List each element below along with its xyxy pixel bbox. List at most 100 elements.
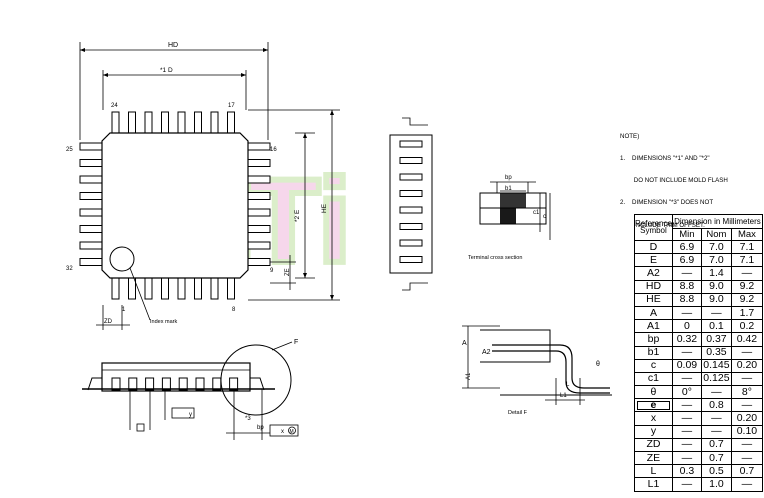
table-cell-max: 7.1: [730, 253, 763, 268]
side-lead: [212, 377, 222, 391]
star3-label: *3: [245, 416, 251, 422]
table-cell-max: 9.2: [730, 292, 763, 307]
m-label: M: [290, 429, 294, 435]
table-cell-nom: 0.35: [700, 345, 732, 360]
notes-heading: NOTE): [620, 132, 640, 140]
table-cell-max: —: [730, 437, 763, 453]
table-cell-sym: b1: [634, 345, 673, 360]
pin-lead: [177, 111, 186, 135]
detail-a-label: A: [462, 340, 467, 347]
pins-top: [111, 111, 235, 135]
side-lead: [111, 377, 121, 391]
table-row: ZD—0.7—: [634, 437, 763, 453]
detail-l1-label: L1: [560, 393, 567, 399]
pin-lead: [246, 175, 271, 184]
side-pins: [111, 377, 239, 391]
pin-lead: [79, 258, 104, 266]
table-cell-nom: 7.0: [700, 239, 732, 255]
table-cell-max: —: [730, 398, 763, 413]
pin-number-9: 9: [270, 268, 274, 274]
table-cell-max: —: [730, 477, 763, 492]
table-cell-max: 8°: [730, 385, 763, 400]
table-cell-nom: 0.125: [700, 371, 732, 387]
table-row: A——1.7: [634, 305, 763, 321]
cross-c-label: c: [543, 214, 546, 220]
detail-a1-label: A1: [466, 372, 472, 380]
table-cell-min: —: [671, 305, 702, 321]
pin-lead: [79, 159, 104, 167]
table-cell-max: 9.2: [730, 279, 763, 294]
table-cell-min: —: [671, 450, 702, 466]
index-mark-label: Index mark: [150, 319, 177, 325]
pins-bottom: [111, 276, 235, 300]
detail-f: A A1 A2 L L1 θ Detail F: [462, 325, 612, 416]
pin-lead: [227, 276, 235, 300]
table-cell-sym: bp: [634, 332, 673, 347]
pin-number-25: 25: [66, 147, 73, 153]
zd-label: ZD: [104, 319, 113, 325]
e-label: *2 E: [294, 209, 301, 222]
profile-pins: [399, 140, 423, 263]
table-cell-nom: —: [700, 385, 732, 400]
table-cell-max: —: [730, 450, 763, 466]
y-label: y: [189, 412, 192, 418]
pin-lead: [246, 142, 271, 151]
pin-lead: [161, 111, 169, 135]
table-cell-sym: c: [634, 358, 673, 373]
pin-lead: [246, 159, 271, 167]
detail-theta-label: θ: [596, 361, 600, 368]
pin-lead: [111, 111, 120, 135]
side-lead: [161, 377, 171, 391]
side-lead: [128, 377, 138, 391]
table-row: x——0.20: [634, 411, 763, 426]
table-cell-nom: 0.5: [700, 464, 732, 479]
table-cell-max: —: [730, 266, 763, 281]
pin-lead: [79, 241, 104, 250]
cross-b1-label: b1: [505, 186, 512, 192]
detail-f-circle: [220, 344, 292, 416]
table-cell-nom: 7.0: [700, 253, 732, 268]
table-cell-min: —: [671, 424, 702, 439]
cross-section-caption: Terminal cross section: [468, 255, 522, 261]
table-cell-sym: θ: [634, 385, 673, 400]
pin-lead: [194, 111, 202, 135]
pin-lead: [194, 276, 202, 300]
table-cell-min: 0°: [671, 385, 702, 400]
index-mark-circle: [109, 246, 135, 272]
table-cell-sym: ZD: [634, 437, 673, 453]
pin-lead: [79, 175, 104, 184]
table-cell-min: —: [671, 477, 702, 492]
table-cell-nom: —: [700, 424, 732, 439]
table-cell-sym: HD: [634, 279, 673, 294]
table-row: y——0.10: [634, 424, 763, 439]
table-cell-sym: A2: [634, 266, 673, 281]
table-cell-nom: 0.8: [700, 398, 732, 413]
table-cell-nom: 1.4: [700, 266, 732, 281]
pin-lead: [144, 276, 153, 300]
profile-lead: [399, 190, 423, 197]
table-cell-sym: y: [634, 424, 673, 439]
table-cell-sym: HE: [634, 292, 673, 307]
pin-lead: [227, 111, 235, 135]
table-row: A2—1.4—: [634, 266, 763, 281]
table-cell-min: 8.8: [671, 292, 702, 307]
table-cell-nom: 0.145: [700, 358, 732, 373]
top-view: HD *1 D 24 17 25 16 32 9 1 8 Index mark …: [66, 42, 340, 330]
notes-line: DO NOT INCLUDE MOLD FLASH: [620, 177, 728, 185]
pin-number-16: 16: [270, 147, 277, 153]
pin-lead: [144, 111, 153, 135]
table-cell-max: 0.20: [730, 358, 763, 373]
table-cell-max: 1.7: [730, 305, 763, 321]
pin-lead: [246, 208, 271, 217]
side-lead: [229, 377, 239, 391]
pin-lead: [177, 276, 186, 300]
col-nom-header: Nom: [700, 228, 732, 241]
pin-lead: [79, 225, 104, 233]
e-box: [136, 423, 145, 432]
table-cell-min: 0.09: [671, 358, 702, 373]
